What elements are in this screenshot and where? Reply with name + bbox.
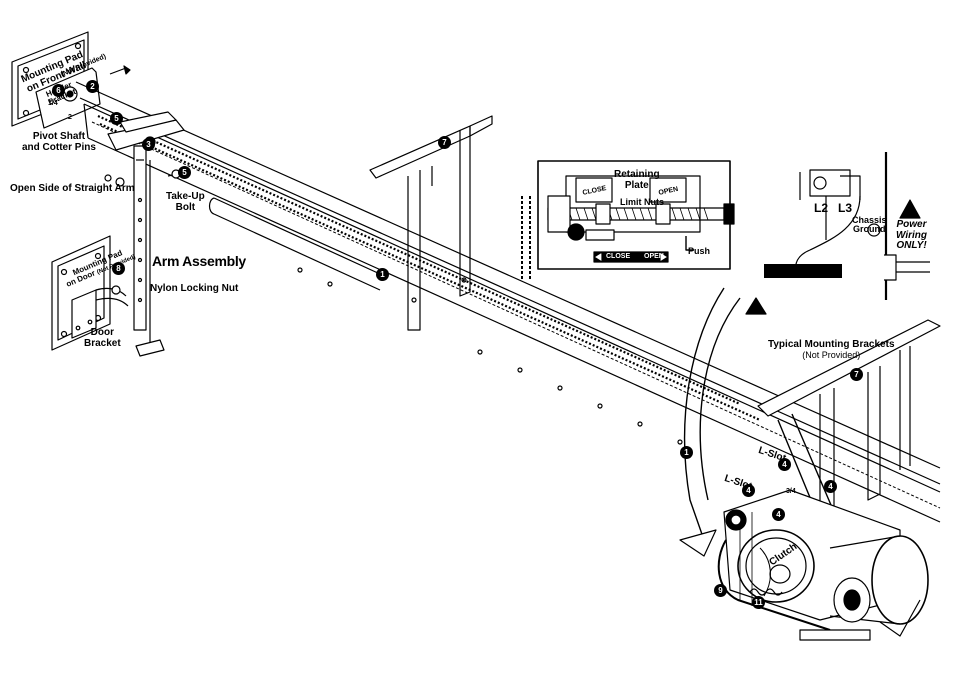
typical-brackets-label: Typical Mounting Brackets (Not Provided) bbox=[768, 339, 895, 360]
callout-4c: 4 bbox=[772, 508, 785, 521]
retaining-plate-label: Retaining Plate bbox=[614, 169, 660, 191]
header-bracket bbox=[35, 65, 131, 129]
nylon-nut-label: Nylon Locking Nut bbox=[150, 283, 239, 294]
take-up-bolt-label: Take-Up Bolt bbox=[166, 191, 205, 213]
power-wiring-inset bbox=[795, 152, 930, 300]
limit-nuts-label: Limit Nuts bbox=[620, 197, 664, 207]
hanging-bracket-2 bbox=[757, 319, 941, 547]
callout-4b: 4 bbox=[742, 484, 755, 497]
callout-1a: 1 bbox=[376, 268, 389, 281]
push-label: Push bbox=[688, 246, 711, 256]
open-direction-label: OPEN bbox=[644, 253, 664, 260]
callout-2: 2 bbox=[86, 80, 99, 93]
straight-arm bbox=[104, 145, 187, 357]
hanging-bracket-1 bbox=[369, 115, 493, 331]
door-bracket bbox=[71, 285, 129, 339]
power-wiring-label: Power Wiring ONLY! bbox=[896, 219, 928, 251]
limit-switch-inset bbox=[521, 160, 735, 280]
callout-4a: 4 bbox=[778, 458, 791, 471]
callout-9: 9 bbox=[714, 584, 727, 597]
callout-6: 6 bbox=[52, 84, 65, 97]
open-side-arm-label: Open Side of Straight Arm bbox=[10, 183, 135, 194]
callout-4d: 4 bbox=[824, 480, 837, 493]
warning-icon bbox=[745, 199, 921, 315]
l3-label: L3 bbox=[838, 201, 853, 215]
callout-8: 8 bbox=[112, 262, 125, 275]
inset-arrow bbox=[679, 287, 741, 557]
arm-assembly-title: Arm Assembly bbox=[152, 253, 246, 269]
callout-7b: 7 bbox=[850, 368, 863, 381]
callout-11: 11 bbox=[752, 596, 765, 609]
pivot-shaft-label: Pivot Shaft and Cotter Pins bbox=[22, 131, 96, 153]
callout-5b: 5 bbox=[178, 166, 191, 179]
trolley bbox=[107, 111, 185, 151]
rail-cover bbox=[208, 197, 381, 291]
callout-7a: 7 bbox=[438, 136, 451, 149]
door-bracket-label: Door Bracket bbox=[84, 327, 121, 349]
size-mark-1: 1/4 bbox=[48, 100, 58, 107]
redacted-bar bbox=[764, 264, 842, 278]
power-head bbox=[717, 489, 929, 641]
callout-3: 3 bbox=[142, 138, 155, 151]
callout-5a: 5 bbox=[110, 112, 123, 125]
size-mark-3: 3/4 bbox=[786, 488, 796, 495]
close-direction-label: CLOSE bbox=[606, 253, 631, 260]
size-mark-2: 2 bbox=[68, 114, 72, 121]
chassis-ground-label: Chassis Ground bbox=[852, 215, 887, 235]
l2-label: L2 bbox=[814, 201, 829, 215]
callout-1b: 1 bbox=[680, 446, 693, 459]
